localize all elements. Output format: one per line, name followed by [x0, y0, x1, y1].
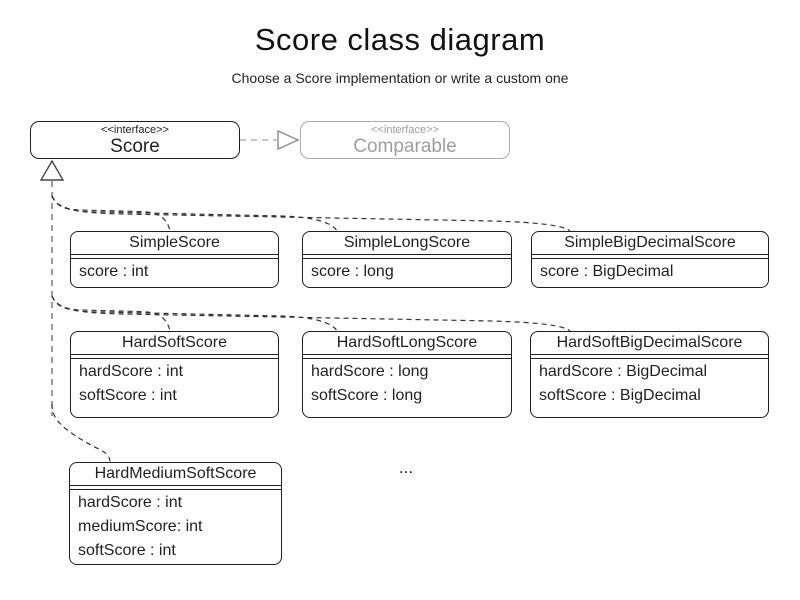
- class-box-hardsoftbigdecimalscore: HardSoftBigDecimalScore hardScore : BigD…: [530, 331, 769, 418]
- class-fields: score : BigDecimal: [532, 259, 768, 284]
- class-fields: hardScore : BigDecimal softScore : BigDe…: [531, 359, 768, 408]
- branch-simplescore-line: [51, 195, 171, 232]
- class-name: SimpleLongScore: [303, 232, 511, 255]
- page-subtitle: Choose a Score implementation or write a…: [231, 70, 569, 86]
- field: hardScore : int: [79, 363, 184, 380]
- field: hardScore : int: [78, 494, 183, 511]
- field: softScore : long: [311, 387, 423, 404]
- class-fields: score : int: [71, 259, 278, 284]
- branch-hardsoftlongscore-line: [51, 295, 338, 332]
- field: softScore : int: [79, 387, 177, 404]
- interface-box-score: <<interface>> Score: [30, 121, 240, 159]
- realization-arrowhead-right-icon: [277, 129, 300, 151]
- branch-hardmediumsoftscore-line: [51, 403, 111, 463]
- class-fields: hardScore : int softScore : int: [71, 359, 278, 408]
- interface-name: Comparable: [353, 135, 457, 157]
- field: softScore : int: [78, 542, 176, 559]
- class-name: HardMediumSoftScore: [70, 463, 281, 486]
- field: score : BigDecimal: [540, 263, 674, 280]
- field: softScore : BigDecimal: [539, 387, 701, 404]
- generalization-arrowhead-up-icon: [39, 159, 65, 181]
- compartment-separator: [532, 255, 768, 259]
- branch-simplebigdecimalscore-line: [51, 195, 571, 232]
- class-fields: score : long: [303, 259, 511, 284]
- stereotype-label: <<interface>>: [371, 123, 439, 136]
- page-title: Score class diagram: [254, 22, 546, 57]
- class-name: SimpleBigDecimalScore: [532, 232, 768, 255]
- more-implementations-ellipsis: ...: [398, 458, 414, 477]
- branch-hardsoftbigdecimalscore-line: [51, 295, 571, 332]
- class-name: HardSoftScore: [71, 332, 278, 355]
- compartment-separator: [531, 355, 768, 359]
- class-fields: hardScore : int mediumScore: int softSco…: [70, 490, 281, 563]
- compartment-separator: [71, 355, 278, 359]
- class-box-hardmediumsoftscore: HardMediumSoftScore hardScore : int medi…: [69, 462, 282, 565]
- class-fields: hardScore : long softScore : long: [303, 359, 511, 408]
- compartment-separator: [303, 355, 511, 359]
- field: score : long: [311, 263, 394, 280]
- interface-name: Score: [110, 135, 160, 157]
- class-box-simplebigdecimalscore: SimpleBigDecimalScore score : BigDecimal: [531, 231, 769, 288]
- field: mediumScore: int: [78, 518, 203, 535]
- field: hardScore : long: [311, 363, 429, 380]
- class-box-hardsoftlongscore: HardSoftLongScore hardScore : long softS…: [302, 331, 512, 418]
- field: score : int: [79, 263, 149, 280]
- interface-box-comparable: <<interface>> Comparable: [300, 121, 510, 159]
- compartment-separator: [71, 255, 278, 259]
- class-name: SimpleScore: [71, 232, 278, 255]
- compartment-separator: [70, 486, 281, 490]
- class-box-simplescore: SimpleScore score : int: [70, 231, 279, 288]
- stereotype-label: <<interface>>: [101, 123, 169, 136]
- branch-hardsoftscore-line: [51, 295, 171, 332]
- class-box-hardsoftscore: HardSoftScore hardScore : int softScore …: [70, 331, 279, 418]
- class-name: HardSoftBigDecimalScore: [531, 332, 768, 355]
- branch-simplelongscore-line: [51, 195, 338, 232]
- class-name: HardSoftLongScore: [303, 332, 511, 355]
- class-box-simplelongscore: SimpleLongScore score : long: [302, 231, 512, 288]
- compartment-separator: [303, 255, 511, 259]
- field: hardScore : BigDecimal: [539, 363, 708, 380]
